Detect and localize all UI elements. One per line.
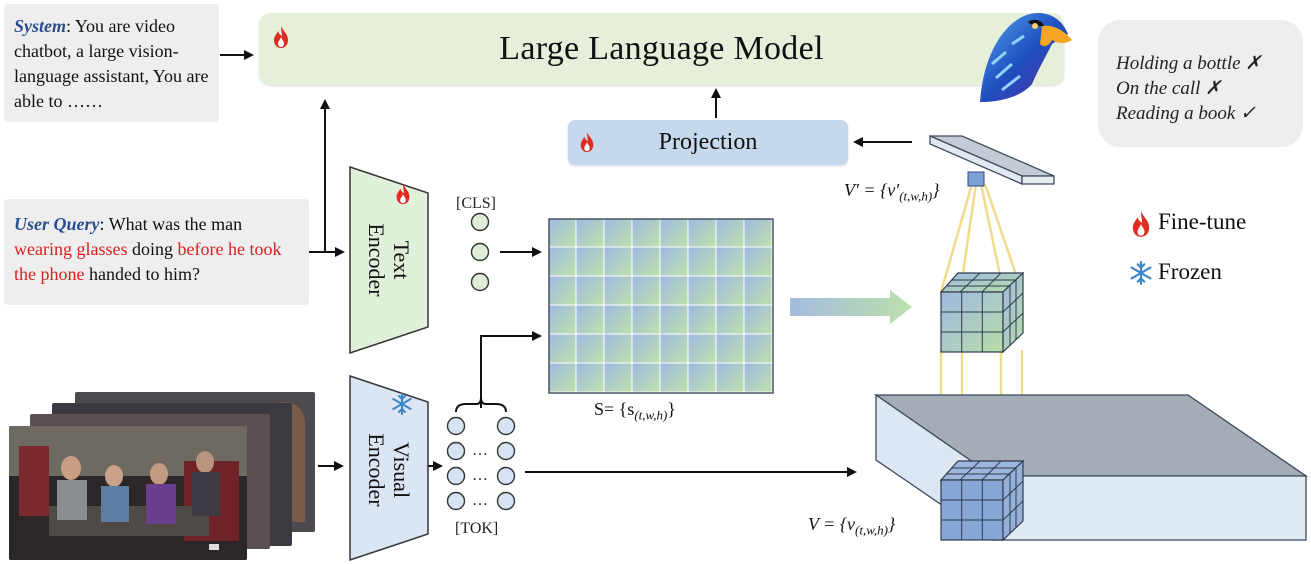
text-encoder-block xyxy=(349,165,429,355)
answer-item: Reading a book ✓ xyxy=(1116,103,1256,124)
flame-icon xyxy=(274,26,288,48)
video-frame-scene xyxy=(9,426,247,560)
visual-encoder-line-2: Encoder xyxy=(364,433,389,507)
flame-icon xyxy=(396,183,410,205)
user-query-label: User Query xyxy=(14,214,100,234)
answer-item: On the call ✗ xyxy=(1116,78,1222,99)
v-prime-formula-main: V′ = {v′ xyxy=(844,180,900,200)
v-formula: V = {v(t,w,h)} xyxy=(808,514,895,539)
system-prompt-text: System: You are video chatbot, a large v… xyxy=(14,14,224,114)
legend-frozen-label: Frozen xyxy=(1158,259,1222,284)
similarity-formula-main: S= {s xyxy=(594,399,635,419)
user-query-box xyxy=(4,199,309,305)
eagle-mascot-icon xyxy=(980,13,1072,102)
visual-token-circles xyxy=(446,416,516,511)
v-volume xyxy=(873,393,1309,542)
similarity-formula-close: } xyxy=(667,399,676,419)
similarity-matrix xyxy=(548,218,774,394)
visual-encoder-line-1: Visual xyxy=(389,441,414,499)
tokens-brace xyxy=(455,397,507,413)
v-formula-main: V = {v xyxy=(808,514,856,534)
query-highlight-2: before he took the phone xyxy=(14,239,282,284)
arrow-tokens-to-similarity xyxy=(480,331,542,408)
tok-token-label: [TOK] xyxy=(455,520,499,537)
query-part-2: doing xyxy=(127,239,178,259)
llm-title: Large Language Model xyxy=(499,30,824,67)
query-part-3: handed to him? xyxy=(84,264,200,284)
text-encoder-line-2: Encoder xyxy=(364,223,389,297)
flame-icon xyxy=(580,132,594,152)
video-frame-front xyxy=(9,426,247,560)
query-part-1: : What was the man xyxy=(99,214,243,234)
legend-finetune-label: Fine-tune xyxy=(1158,209,1247,234)
token-ellipsis: … xyxy=(472,467,488,484)
similarity-formula: S= {s(t,w,h)} xyxy=(594,399,676,424)
system-label: System xyxy=(14,16,66,36)
snowflake-icon xyxy=(1130,261,1152,285)
token-ellipsis: … xyxy=(472,492,488,509)
similarity-to-cube-arrow xyxy=(790,290,912,324)
answer-item: Holding a bottle ✗ xyxy=(1116,53,1262,74)
v-prime-formula-close: } xyxy=(932,180,940,200)
user-query-text: User Query: What was the man wearing gla… xyxy=(14,212,304,287)
large-language-model-block: Large Language Model xyxy=(259,13,1064,85)
v-formula-sub: (t,w,h) xyxy=(855,522,888,538)
cls-token-circles xyxy=(470,212,490,292)
flame-icon xyxy=(1132,211,1150,237)
token-cube-bottom xyxy=(939,459,1025,542)
answer-bubble: Holding a bottle ✗ On the call ✗ Reading… xyxy=(1098,20,1303,147)
system-prompt-box xyxy=(4,4,219,122)
projection-block: Projection xyxy=(568,120,848,165)
token-cube-middle xyxy=(939,271,1025,354)
v-formula-close: } xyxy=(888,514,896,534)
cls-token-label: [CLS] xyxy=(456,195,496,212)
system-body: : You are video chatbot, a large vision-… xyxy=(14,16,209,111)
projection-title: Projection xyxy=(658,129,758,155)
v-prime-slab xyxy=(929,135,1055,187)
snowflake-icon xyxy=(392,393,412,415)
similarity-formula-sub: (t,w,h) xyxy=(634,407,668,423)
v-prime-formula-sub: (t,w,h) xyxy=(899,188,933,204)
query-highlight-1: wearing glasses xyxy=(14,239,128,259)
token-ellipsis: … xyxy=(472,442,488,459)
answer-list: Holding a bottle ✗ On the call ✗ Reading… xyxy=(1116,51,1261,126)
text-encoder-line-1: Text xyxy=(389,240,414,280)
v-prime-formula: V′ = {v′(t,w,h)} xyxy=(844,180,939,205)
